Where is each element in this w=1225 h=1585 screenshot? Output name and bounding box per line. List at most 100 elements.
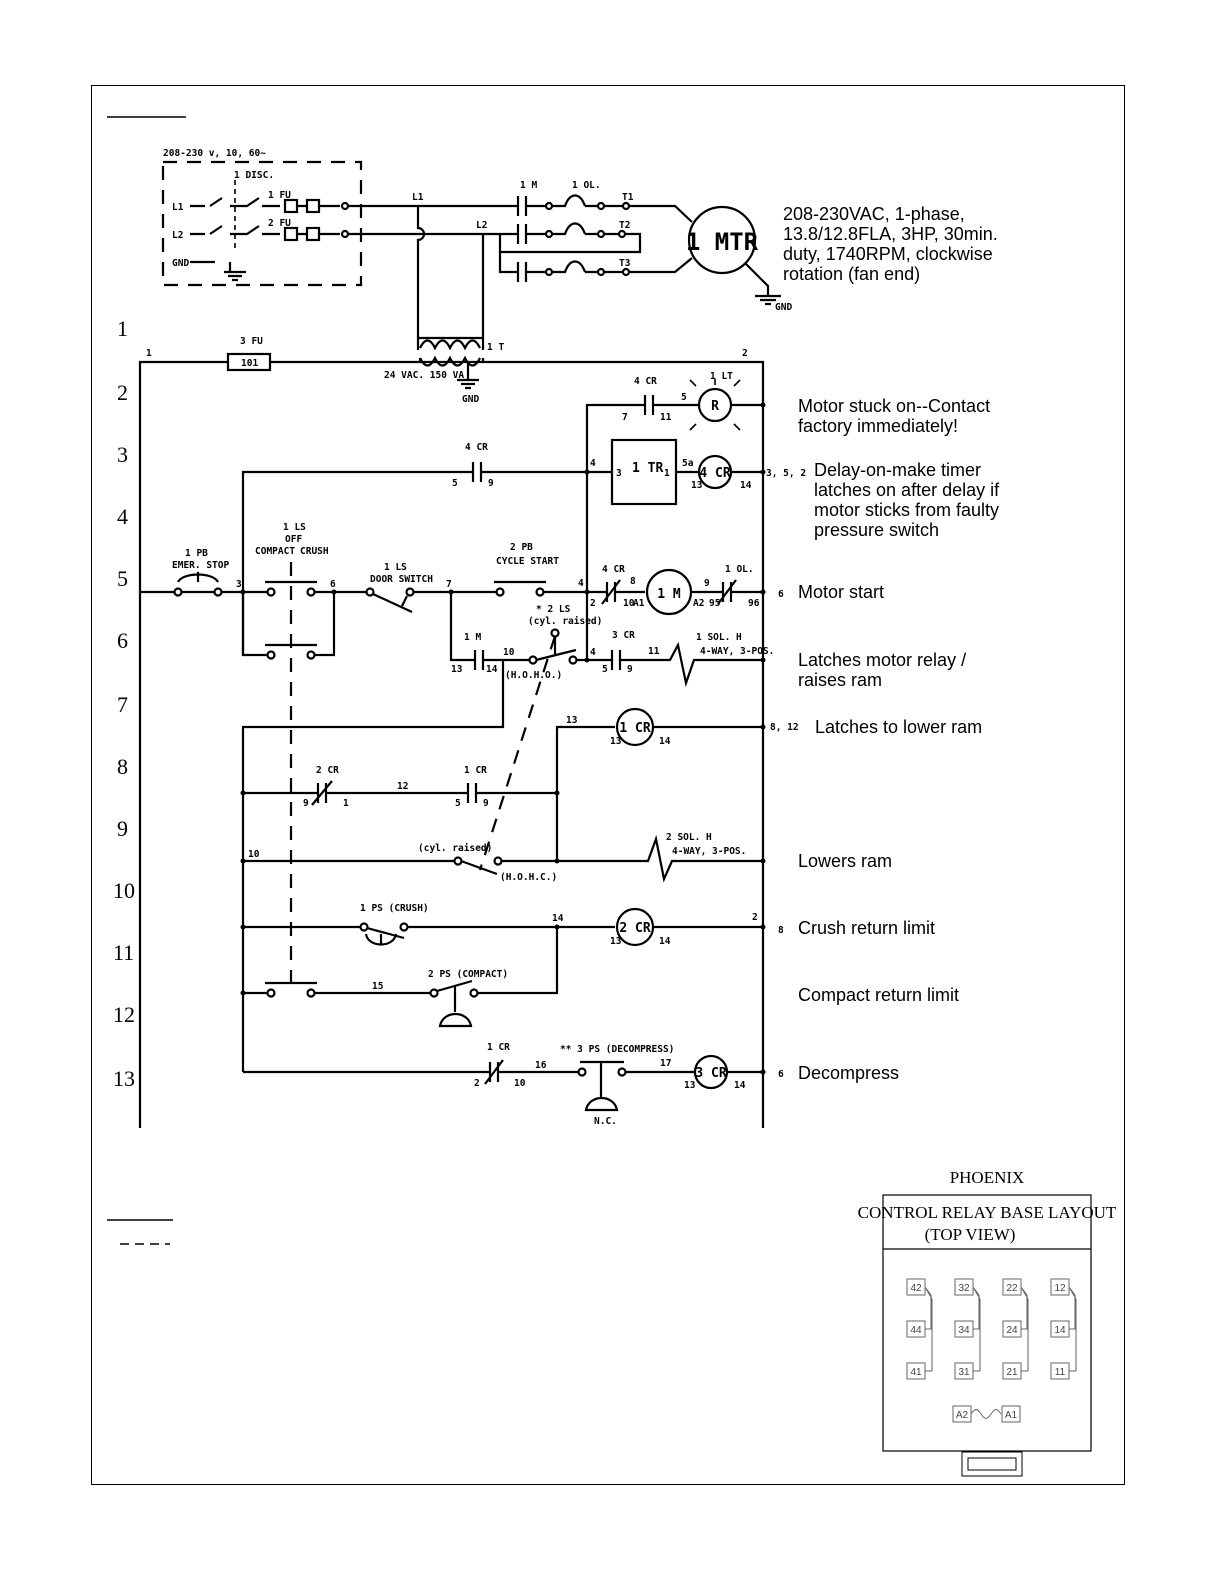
- svg-text:9: 9: [627, 664, 633, 675]
- rung-7-latch-lower: 13 1 CR 13 14 8, 12 Latches to lower ram: [241, 660, 982, 1072]
- svg-text:13: 13: [113, 1066, 135, 1091]
- l2-in-label: L2: [172, 230, 183, 241]
- relay-pin-11-label: 11: [1055, 1367, 1066, 1378]
- gnd-in-label: GND: [172, 258, 189, 269]
- svg-text:8: 8: [778, 925, 784, 936]
- svg-text:7: 7: [446, 579, 452, 590]
- contact-4cr-nc: [601, 579, 645, 605]
- svg-text:** 3 PS (DECOMPRESS): ** 3 PS (DECOMPRESS): [560, 1044, 674, 1055]
- svg-text:1 PB: 1 PB: [185, 548, 208, 559]
- svg-text:1 SOL. H: 1 SOL. H: [696, 632, 742, 643]
- svg-text:5: 5: [681, 392, 687, 403]
- svg-text:16: 16: [535, 1060, 547, 1071]
- svg-text:1 CR: 1 CR: [619, 721, 650, 736]
- l1-label: L1: [412, 192, 424, 203]
- overload-label: 1 OL.: [572, 180, 601, 191]
- disconnect-label: 1 DISC.: [234, 170, 274, 181]
- svg-text:Compact return limit: Compact return limit: [798, 985, 959, 1005]
- svg-text:4 CR: 4 CR: [602, 564, 625, 575]
- relay-pin-a1-label: A1: [1005, 1410, 1018, 1421]
- svg-text:11: 11: [113, 940, 134, 965]
- svg-text:3 CR: 3 CR: [695, 1066, 726, 1081]
- relay-pin-21-label: 21: [1006, 1367, 1018, 1378]
- svg-text:2 CR: 2 CR: [619, 921, 650, 936]
- transformer-rating: 24 VAC. 150 VA: [384, 370, 464, 381]
- transformer-label: 1 T: [487, 342, 504, 353]
- svg-text:14: 14: [486, 664, 498, 675]
- svg-text:13: 13: [566, 715, 578, 726]
- svg-text:2: 2: [590, 598, 596, 609]
- svg-text:3: 3: [117, 442, 128, 467]
- motor-label: 1 MTR: [686, 228, 759, 256]
- svg-text:3: 3: [236, 579, 242, 590]
- ls2-linkage: [478, 635, 557, 871]
- svg-text:Motor start: Motor start: [798, 582, 884, 602]
- relay-title: CONTROL RELAY BASE LAYOUT: [858, 1203, 1117, 1222]
- svg-text:OFF: OFF: [285, 534, 302, 545]
- svg-text:2 SOL. H: 2 SOL. H: [666, 832, 712, 843]
- svg-text:13: 13: [451, 664, 463, 675]
- svg-text:N.C.: N.C.: [594, 1116, 617, 1127]
- svg-text:4 CR: 4 CR: [465, 442, 488, 453]
- wire-1-label: 1: [146, 348, 152, 359]
- limit-switch-2ls: [535, 636, 577, 662]
- rung-12-decompress: 1 CR 2 10 16 ** 3 PS (DECOMPRESS) N.C. 1…: [243, 1042, 899, 1127]
- m-contact-3: [498, 234, 545, 282]
- m-contact-label: 1 M: [520, 180, 537, 191]
- relay-contact-link: [972, 1286, 981, 1372]
- svg-text:17: 17: [660, 1058, 671, 1069]
- svg-text:Latches to lower ram: Latches to lower ram: [815, 717, 982, 737]
- svg-text:CRUSH: CRUSH: [300, 546, 329, 557]
- relay-contact-link: [1020, 1286, 1029, 1372]
- supply-label: 208-230 v, 10, 60~: [163, 148, 266, 159]
- emergency-stop-button: [177, 572, 219, 583]
- svg-text:10: 10: [248, 849, 260, 860]
- svg-text:(H.O.H.O.): (H.O.H.O.): [505, 670, 562, 681]
- svg-text:14: 14: [659, 736, 671, 747]
- svg-text:(cyl. raised): (cyl. raised): [418, 843, 492, 854]
- svg-text:2 CR: 2 CR: [316, 765, 339, 776]
- svg-text:Crush return limit: Crush return limit: [798, 918, 935, 938]
- door-switch: [372, 593, 413, 613]
- fuse-3-value: 101: [241, 358, 258, 369]
- svg-text:13: 13: [610, 936, 622, 947]
- svg-text:10: 10: [113, 878, 135, 903]
- svg-text:11: 11: [660, 412, 672, 423]
- svg-text:Lowers ram: Lowers ram: [798, 851, 892, 871]
- limit-switch-2ls-nc: [460, 859, 498, 876]
- svg-text:95: 95: [709, 598, 721, 609]
- svg-text:4: 4: [578, 578, 584, 589]
- relay-coil-symbol: [970, 1409, 1002, 1419]
- relay-brand: PHOENIX: [950, 1168, 1025, 1187]
- transformer-gnd-label: GND: [462, 394, 479, 405]
- svg-text:13: 13: [610, 736, 622, 747]
- svg-text:CYCLE START: CYCLE START: [496, 556, 559, 567]
- rung-5-motor-start: 1 PB EMER. STOP 3 1 LS OFF COMPACT CRUSH…: [140, 522, 884, 660]
- svg-text:* 2 LS: * 2 LS: [536, 604, 571, 615]
- svg-text:2: 2: [474, 1078, 480, 1089]
- svg-text:7: 7: [117, 692, 128, 717]
- svg-text:4-WAY, 3-POS.: 4-WAY, 3-POS.: [672, 846, 746, 857]
- svg-text:12: 12: [113, 1002, 135, 1027]
- svg-text:3 CR: 3 CR: [612, 630, 635, 641]
- relay-contact-link: [1068, 1286, 1077, 1372]
- t3-label: T3: [619, 258, 631, 269]
- svg-text:10: 10: [623, 598, 635, 609]
- rung-11-compact: 15 2 PS (COMPACT) Compact return limit: [240, 927, 959, 1028]
- svg-text:9: 9: [303, 798, 309, 809]
- svg-text:14: 14: [734, 1080, 746, 1091]
- fuse-1-label: 1 FU: [268, 190, 291, 201]
- relay-pin-14-label: 14: [1054, 1325, 1066, 1336]
- svg-text:COMPACT: COMPACT: [255, 546, 295, 557]
- relay-subtitle: (TOP VIEW): [925, 1225, 1016, 1244]
- fuse-1: [283, 198, 299, 214]
- relay-contact-link: [924, 1286, 933, 1372]
- pressure-switch-3ps: [580, 1060, 624, 1112]
- control-transformer: 1 T 24 VAC. 150 VA GND: [384, 336, 504, 405]
- svg-text:1 TR: 1 TR: [632, 461, 663, 476]
- svg-text:1 CR: 1 CR: [487, 1042, 510, 1053]
- svg-text:2: 2: [752, 912, 758, 923]
- svg-text:4-WAY, 3-POS.: 4-WAY, 3-POS.: [700, 646, 774, 657]
- svg-text:A1: A1: [633, 598, 645, 609]
- l1-in-label: L1: [172, 202, 184, 213]
